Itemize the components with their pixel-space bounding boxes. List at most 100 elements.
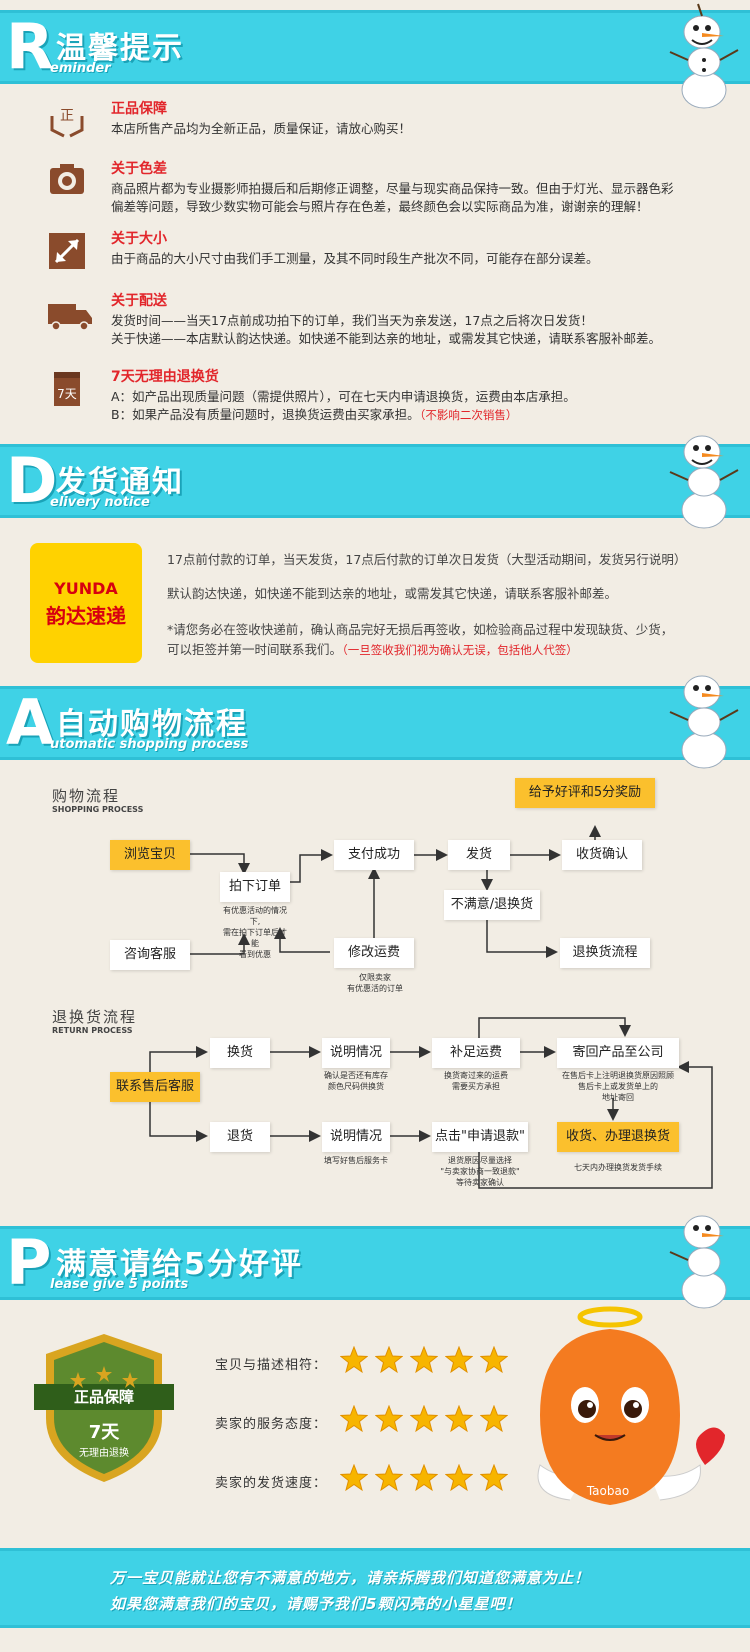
reminder-header: R 温馨提示 eminder bbox=[0, 10, 750, 84]
svg-text:7天: 7天 bbox=[89, 1422, 121, 1443]
footer-line: 万一宝贝能就让您有不满意的地方，请亲拆腾我们知道您满意为止！ bbox=[110, 1569, 591, 1587]
flow-return-box: 退换货流程 bbox=[560, 938, 650, 968]
seven-day-icon: 7天 bbox=[54, 372, 80, 406]
star-icon bbox=[480, 1464, 508, 1492]
snowman-olaf-icon bbox=[669, 675, 739, 769]
star-icon bbox=[340, 1464, 368, 1492]
reminder-item-text: 商品照片都为专业摄影师拍摄后和后期修正调整，尽量与现实商品保持一致。但由于灯光、… bbox=[111, 181, 674, 214]
star-row bbox=[340, 1346, 515, 1378]
svg-text:7天: 7天 bbox=[57, 387, 77, 401]
star-icon bbox=[480, 1405, 508, 1433]
resize-arrow-icon bbox=[49, 233, 85, 269]
flow-explain2-box: 说明情况 bbox=[322, 1122, 390, 1152]
reminder-item-text: 由于商品的大小尺寸由我们手工测量，及其不同时段生产批次不同，可能存在部分误差。 bbox=[111, 251, 599, 266]
delivery-header: D 发货通知 elivery notice bbox=[0, 444, 750, 518]
flow-sendback-note: 在售后卡上注明退换货原因照顾 售后卡上或发货单上的 地址寄回 bbox=[562, 1071, 674, 1102]
delivery-line: *请您务必在签收快递前，确认商品完好无损后再签收，如检验商品过程中发现缺货、少货… bbox=[167, 622, 674, 637]
reminder-item-title: 关于配送 bbox=[111, 293, 167, 309]
reminder-item-title: 关于大小 bbox=[111, 231, 167, 247]
delivery-note: （一旦签收我们视为确认无误，包括他人代签） bbox=[342, 643, 578, 657]
rating-label: 卖家的服务态度： bbox=[215, 1417, 328, 1432]
delivery-line: 可以拒签并第一时间联系我们。（一旦签收我们视为确认无误，包括他人代签） bbox=[167, 642, 578, 657]
star-icon bbox=[375, 1346, 403, 1374]
reminder-item-text: 发货时间——当天17点前成功拍下的订单，我们当天为亲发送，17点之后将次日发货！… bbox=[111, 313, 662, 346]
returns-subtitle: RETURN PROCESS bbox=[52, 1026, 133, 1035]
star-icon bbox=[410, 1464, 438, 1492]
camera-icon bbox=[50, 164, 84, 194]
flow-pay-box: 支付成功 bbox=[334, 840, 414, 870]
taobao-mascot-icon: Taobao bbox=[537, 1306, 725, 1505]
process-subtitle: utomatic shopping process bbox=[50, 737, 249, 752]
flow-explain2-note: 填写好售后服务卡 bbox=[324, 1156, 388, 1165]
star-icon bbox=[445, 1405, 473, 1433]
star-row bbox=[340, 1405, 515, 1437]
flow-explain1-box: 说明情况 bbox=[322, 1038, 390, 1068]
rating-label: 卖家的发货速度： bbox=[215, 1476, 328, 1491]
flow-order-note: 有优惠活动的情况下, 需在拍下订单后才能 看到优惠 bbox=[223, 906, 287, 959]
flow-praise-box: 给予好评和5分奖励 bbox=[515, 778, 655, 808]
star-icon bbox=[375, 1464, 403, 1492]
flow-fee-box: 补足运费 bbox=[432, 1038, 520, 1068]
yunda-logo: YUNDA 韵达速递 bbox=[30, 543, 142, 663]
flow-order-box: 拍下订单 bbox=[220, 872, 290, 902]
star-row bbox=[340, 1464, 515, 1496]
delivery-letter: D bbox=[6, 444, 58, 517]
delivery-line: 17点前付款的订单，当天发货，17点后付款的订单次日发货（大型活动期间，发货另行… bbox=[167, 552, 687, 567]
flow-consult-box: 咨询客服 bbox=[110, 940, 190, 970]
truck-icon bbox=[48, 304, 92, 331]
reminder-subtitle: eminder bbox=[50, 61, 111, 76]
footer-line: 如果您满意我们的宝贝，请赐予我们5颗闪亮的小星星吧！ bbox=[110, 1595, 522, 1613]
flow-fee-note: 换货寄过来的运费 需要买方承担 bbox=[444, 1071, 508, 1091]
star-icon bbox=[445, 1346, 473, 1374]
delivery-subtitle: elivery notice bbox=[50, 495, 150, 510]
reminder-letter: R bbox=[6, 10, 54, 83]
rating-letter: P bbox=[6, 1226, 52, 1299]
flow-handle-note: 七天内办理换货发货手续 bbox=[574, 1163, 662, 1172]
svg-text:正: 正 bbox=[60, 108, 74, 124]
reminder-item-text: A：如产品出现质量问题（需提供照片），可在七天内申请退换货，运费由本店承担。 B… bbox=[111, 389, 576, 422]
flow-modify-note: 仅限卖家 有优惠活的订单 bbox=[347, 973, 403, 993]
flow-apply-note: 退货原因尽量选择 "与卖家协商一致退款" 等待卖家确认 bbox=[440, 1156, 520, 1187]
rating-title: 满意请给5分好评 bbox=[56, 1247, 303, 1282]
process-title: 自动购物流程 bbox=[56, 707, 248, 742]
flow-explain1-note: 确认是否还有库存 颜色尺码供换货 bbox=[324, 1071, 388, 1091]
reminder-note: （不影响二次销售） bbox=[419, 408, 518, 422]
delivery-line: 默认韵达快递，如快递不能到达亲的地址，或需发其它快递，请联系客服补邮差。 bbox=[167, 586, 618, 601]
flow-handle-box: 收货、办理退换货 bbox=[557, 1122, 679, 1152]
svg-text:Taobao: Taobao bbox=[586, 1484, 629, 1498]
authentic-guarantee-badge: 正品保障 7天 无理由退换 bbox=[34, 1334, 174, 1482]
flow-unsatisfied-box: 不满意/退换货 bbox=[444, 890, 540, 920]
star-icon bbox=[410, 1346, 438, 1374]
star-icon bbox=[340, 1346, 368, 1374]
flow-browse-box: 浏览宝贝 bbox=[110, 840, 190, 870]
flow-refund-box: 退货 bbox=[210, 1122, 270, 1152]
returns-title: 退换货流程 bbox=[52, 1008, 138, 1026]
star-icon bbox=[410, 1405, 438, 1433]
flow-ship-box: 发货 bbox=[448, 840, 510, 870]
process-letter: A bbox=[6, 686, 54, 759]
flow-apply-box: 点击"申请退款" bbox=[432, 1122, 528, 1152]
reminder-item-text: 本店所售产品均为全新正品，质量保证，请放心购买！ bbox=[111, 121, 412, 136]
star-icon bbox=[445, 1464, 473, 1492]
footer-banner: 万一宝贝能就让您有不满意的地方，请亲拆腾我们知道您满意为止！ 如果您满意我们的宝… bbox=[0, 1548, 750, 1628]
svg-text:正品保障: 正品保障 bbox=[74, 1388, 134, 1406]
delivery-title: 发货通知 bbox=[56, 465, 184, 500]
flow-exchange-box: 换货 bbox=[210, 1038, 270, 1068]
rating-subtitle: lease give 5 points bbox=[50, 1277, 189, 1292]
reminder-item-title: 正品保障 bbox=[111, 101, 167, 117]
snowman-olaf-icon bbox=[669, 1215, 727, 1309]
reminder-item-title: 关于色差 bbox=[111, 161, 167, 177]
snowman-olaf-icon bbox=[669, 3, 739, 109]
flow-contact-box: 联系售后客服 bbox=[110, 1072, 200, 1102]
star-icon bbox=[480, 1346, 508, 1374]
process-header: A 自动购物流程 utomatic shopping process bbox=[0, 686, 750, 760]
reminder-title: 温馨提示 bbox=[56, 31, 184, 66]
rating-label: 宝贝与描述相符： bbox=[215, 1358, 328, 1373]
reminder-item-title: 7天无理由退换货 bbox=[111, 369, 219, 385]
svg-text:无理由退换: 无理由退换 bbox=[79, 1446, 129, 1459]
star-icon bbox=[340, 1405, 368, 1433]
flow-confirm-box: 收货确认 bbox=[562, 840, 642, 870]
rating-header: P 满意请给5分好评 lease give 5 points bbox=[0, 1226, 750, 1300]
zheng-hands-icon: 正 bbox=[50, 108, 84, 138]
